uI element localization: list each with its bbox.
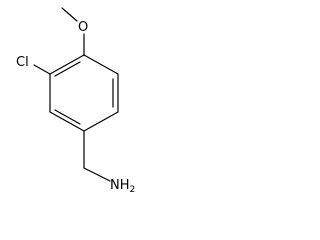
structure-canvas: O Cl NH2 (0, 0, 140, 214)
bonds (33, 7, 119, 182)
double-bond-inner-bottom-left (54, 109, 81, 125)
double-bond-inner-top-left (54, 61, 81, 77)
amine-label: NH2 (110, 178, 135, 195)
amine-label-main: NH (110, 178, 130, 193)
chemical-structure-diagram: O Cl NH2 (16, 7, 135, 195)
bond-ring-6 (49, 54, 85, 75)
bond-ring-4 (49, 111, 85, 132)
chlorine-label: Cl (16, 55, 29, 70)
bond-ch2-amine (83, 167, 111, 182)
oxygen-label: O (78, 20, 88, 35)
bond-ring-3 (83, 111, 119, 132)
bond-methyl-oxygen (61, 7, 78, 22)
amine-label-subscript: 2 (130, 185, 136, 195)
bond-ring-chlorine (33, 64, 51, 75)
bond-ring-1 (83, 54, 119, 75)
